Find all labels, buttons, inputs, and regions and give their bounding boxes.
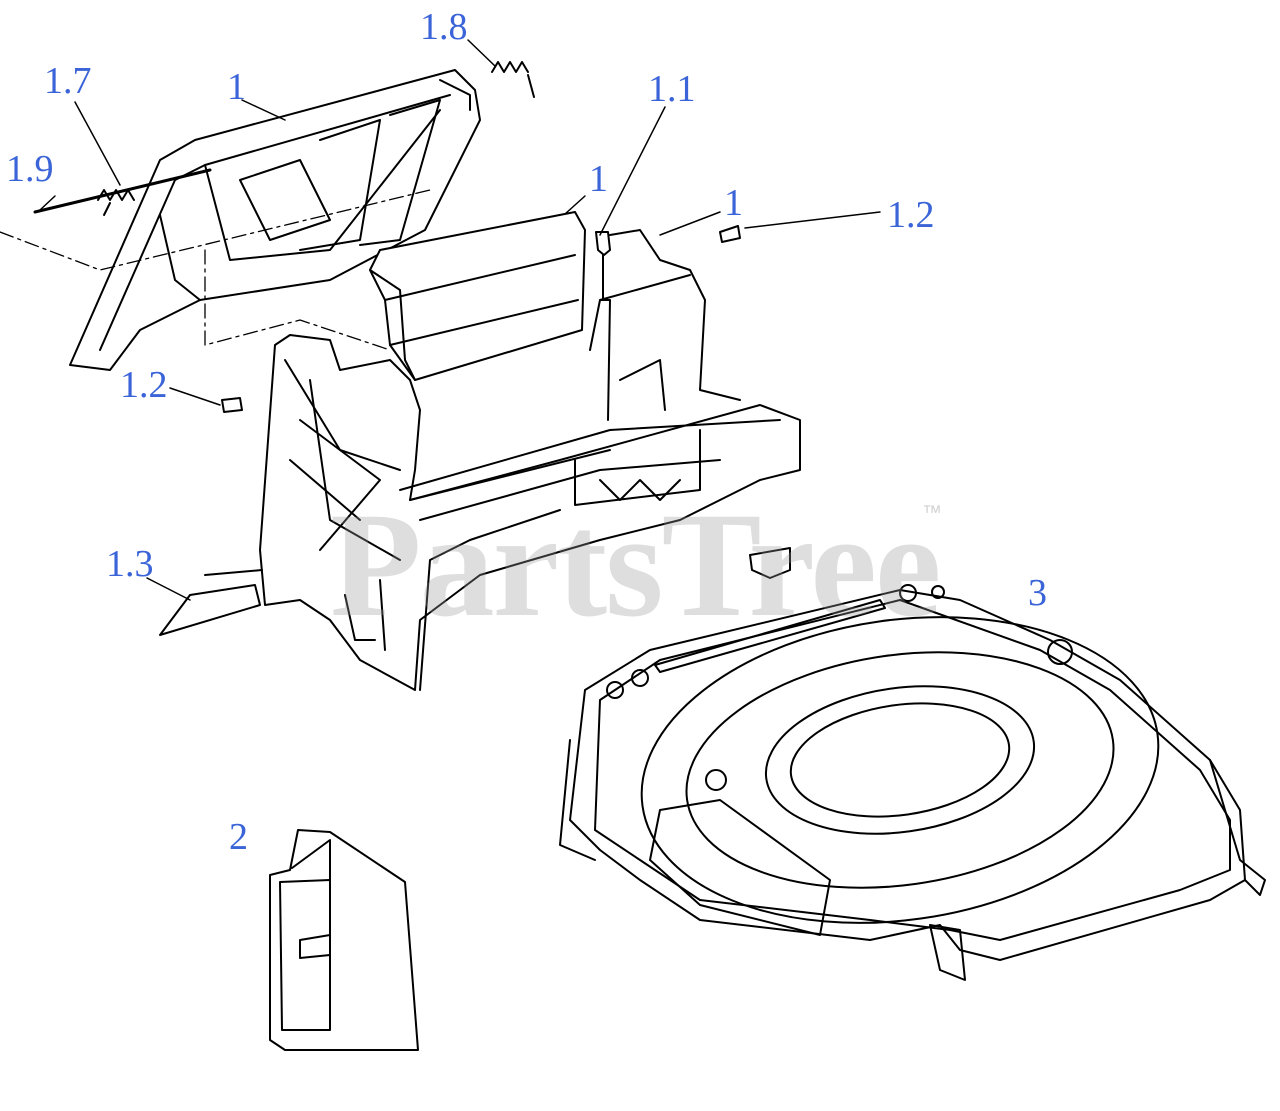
- watermark: PartsTree: [330, 482, 941, 648]
- callout-1-top[interactable]: 1: [227, 66, 246, 108]
- mower-deck-part: [559, 584, 1266, 981]
- callout-2[interactable]: 2: [229, 816, 248, 858]
- mulch-plate-part: [159, 569, 263, 636]
- callout-3[interactable]: 3: [1028, 572, 1047, 614]
- rear-housing-part: [259, 229, 801, 691]
- trademark-mark: ™: [922, 502, 942, 524]
- callout-1-8[interactable]: 1.8: [420, 6, 468, 48]
- callout-1-7[interactable]: 1.7: [44, 60, 92, 102]
- fasteners: [221, 225, 741, 413]
- callout-1-right[interactable]: 1: [724, 182, 743, 224]
- callout-1-1[interactable]: 1.1: [648, 68, 696, 110]
- callout-1-9[interactable]: 1.9: [6, 148, 54, 190]
- center-flap-part: [369, 211, 586, 381]
- spring-1-8: [491, 61, 529, 73]
- callout-1-flap[interactable]: 1: [589, 158, 608, 200]
- rear-flap-part: [69, 69, 481, 371]
- callout-1-2-right[interactable]: 1.2: [887, 194, 935, 236]
- callout-leaders: [39, 39, 881, 601]
- callout-1-2-left[interactable]: 1.2: [120, 364, 168, 406]
- deflector-part: [269, 829, 419, 1051]
- hinge-rod-part: [33, 61, 535, 216]
- construction-lines: [0, 189, 431, 351]
- callout-1-3[interactable]: 1.3: [106, 543, 154, 585]
- spring-1-7: [97, 189, 135, 201]
